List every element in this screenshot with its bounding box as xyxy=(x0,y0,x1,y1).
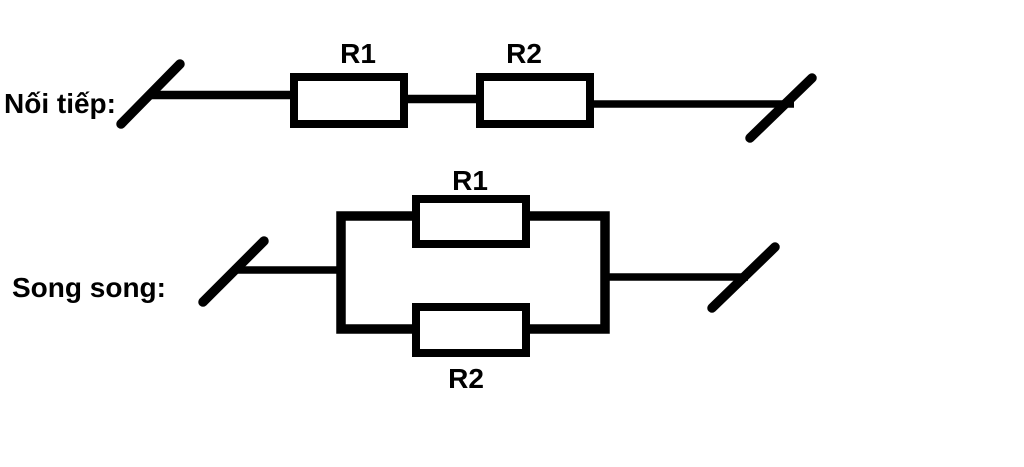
parallel-circuit: Song song: R1 R2 xyxy=(12,165,780,394)
parallel-right-terminal-icon xyxy=(707,242,780,313)
parallel-circuit-label: Song song: xyxy=(12,272,166,303)
parallel-resistor-r2-label: R2 xyxy=(448,363,484,394)
parallel-resistor-r2-box xyxy=(412,303,530,357)
parallel-resistor-r1-label: R1 xyxy=(452,165,488,196)
series-resistor-r2-label: R2 xyxy=(506,38,542,69)
series-circuit-label: Nối tiếp: xyxy=(4,88,116,119)
series-circuit: Nối tiếp: R1 R2 xyxy=(4,38,817,143)
series-resistor-r2-box xyxy=(476,73,594,128)
series-resistor-r1-box xyxy=(290,73,408,128)
series-resistor-r1-label: R1 xyxy=(340,38,376,69)
series-right-terminal-icon xyxy=(745,73,817,143)
parallel-resistor-r1-box xyxy=(412,195,530,248)
